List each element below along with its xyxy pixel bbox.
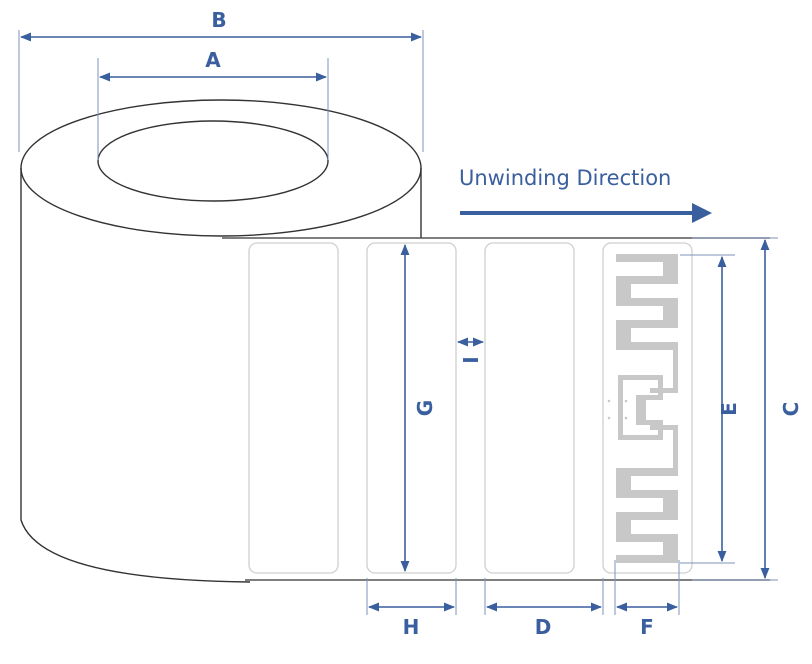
dimension-d: D (484, 578, 604, 639)
dimension-h-label: H (403, 615, 420, 639)
arrow-right-icon (692, 203, 712, 223)
dimension-g: G (400, 243, 437, 573)
dimension-a-label: A (205, 48, 221, 72)
dimension-i: I (456, 337, 485, 364)
label-2 (366, 242, 457, 574)
dimension-f-label: F (640, 615, 654, 639)
dimension-c: C (692, 237, 803, 581)
dimension-b-label: B (211, 8, 226, 32)
label-1 (248, 242, 339, 574)
dimension-i-label: I (459, 356, 483, 363)
unwinding-direction: Unwinding Direction (459, 166, 712, 223)
rfid-antenna (607, 254, 678, 563)
roll (20, 99, 422, 583)
dimension-c-label: C (779, 402, 803, 417)
label-3 (484, 242, 575, 574)
dimension-f: F (614, 560, 680, 639)
dimension-e: E (680, 254, 741, 564)
dimension-d-label: D (535, 615, 552, 639)
roll-core (97, 120, 329, 202)
dimension-e-label: E (717, 402, 741, 416)
dimension-g-label: G (413, 400, 437, 416)
dimension-h: H (366, 578, 457, 639)
dimension-b: B (18, 8, 424, 152)
dimension-a: A (97, 48, 329, 160)
unwinding-direction-label: Unwinding Direction (459, 166, 671, 190)
roll-outer-edge (20, 99, 422, 237)
